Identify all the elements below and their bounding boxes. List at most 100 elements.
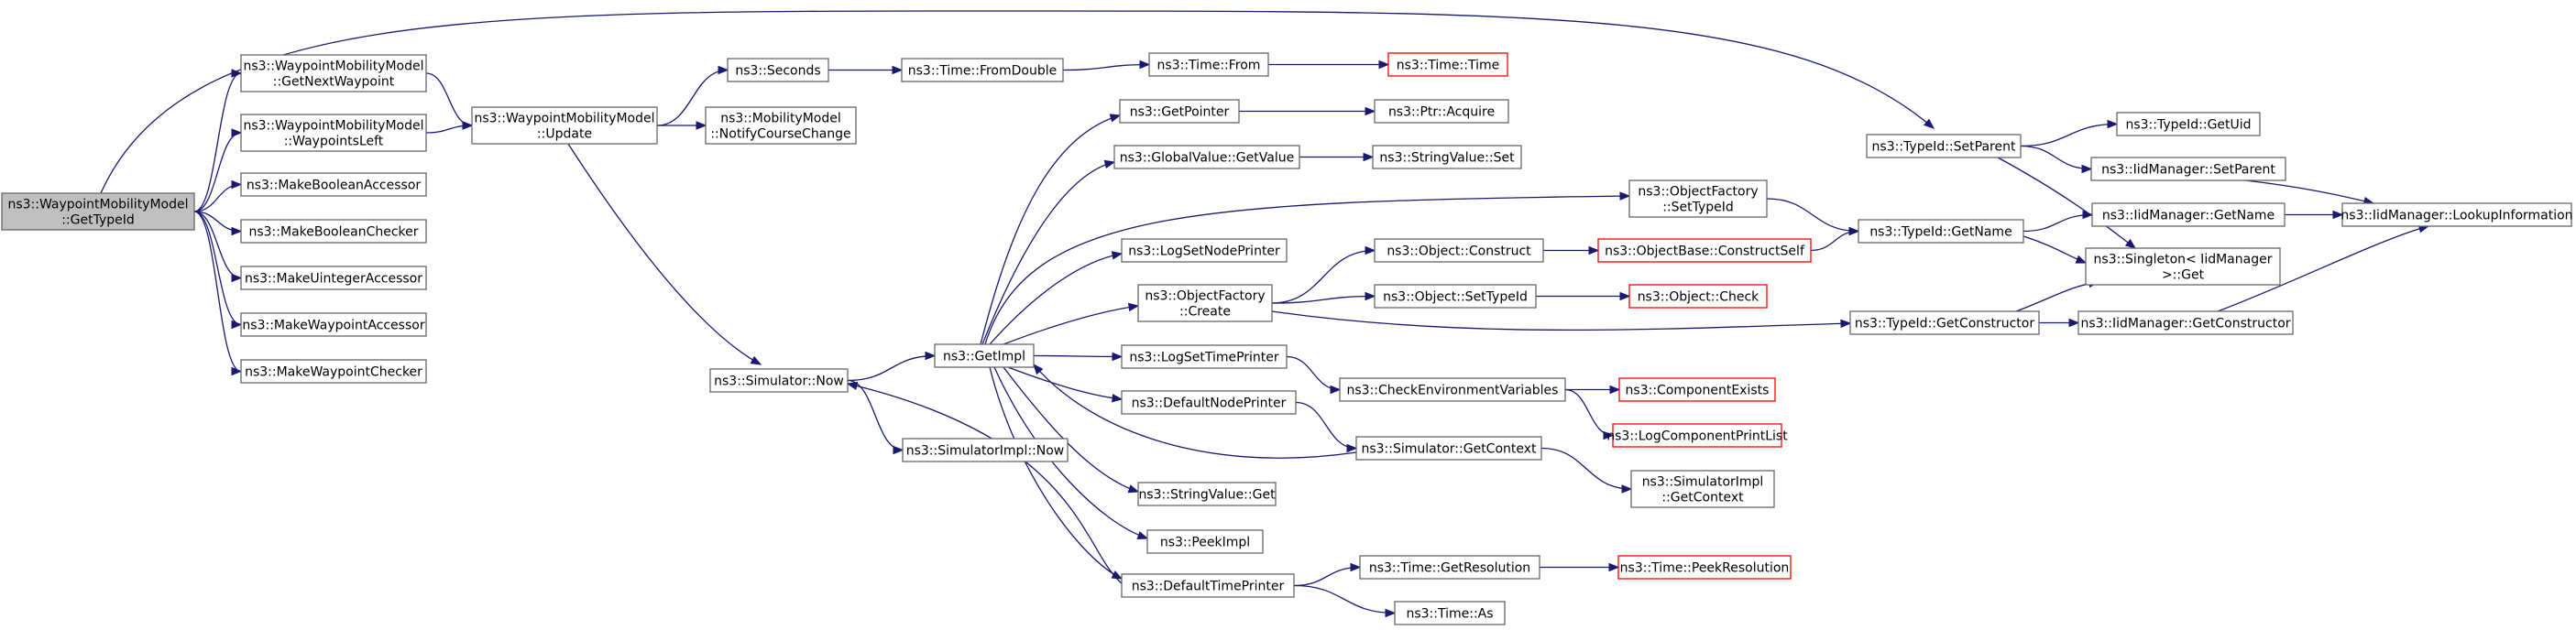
node-box: [1355, 436, 1542, 461]
node-simulatorImplNow[interactable]: ns3::SimulatorImpl::Now: [902, 438, 1069, 462]
node-stringValueGet[interactable]: ns3::StringValue::Get: [1137, 482, 1277, 506]
node-timeFrom[interactable]: ns3::Time::From: [1148, 52, 1269, 77]
node-label: ns3::Object::SetTypeId: [1383, 290, 1528, 305]
node-makeWaypointChecker[interactable]: ns3::MakeWaypointChecker: [240, 359, 427, 384]
node-getImpl[interactable]: ns3::GetImpl: [934, 343, 1035, 368]
node-label: ns3::SimulatorImpl: [1642, 475, 1764, 490]
edge-arrowhead: [1378, 60, 1390, 70]
edge-line: [193, 211, 242, 373]
node-singletonGet[interactable]: ns3::Singleton< IidManager >::Get: [2085, 247, 2281, 286]
edge-line: [2015, 281, 2099, 312]
node-timeAs[interactable]: ns3::Time::As: [1394, 601, 1506, 625]
node-checkEnvVars[interactable]: ns3::CheckEnvironmentVariables: [1339, 377, 1566, 402]
edge-arrowhead: [2081, 164, 2093, 174]
edge-getPointer-to-ptrAcquire: [1239, 106, 1376, 116]
node-notifyCourseChange[interactable]: ns3::MobilityModel::NotifyCourseChange: [705, 106, 857, 145]
node-label: ns3::DefaultTimePrinter: [1132, 580, 1285, 594]
node-iidLookupInformation[interactable]: ns3::IidManager::LookupInformation: [2340, 202, 2573, 227]
edge-arrowhead: [1923, 118, 1935, 129]
edge-line: [981, 161, 1115, 345]
edge-line: [984, 195, 1630, 345]
node-makeBooleanChecker[interactable]: ns3::MakeBooleanChecker: [240, 219, 427, 244]
node-objectCheck[interactable]: ns3::Object::Check: [1628, 284, 1768, 309]
node-seconds[interactable]: ns3::Seconds: [727, 58, 829, 82]
node-objectBaseConstructSelf[interactable]: ns3::ObjectBase::ConstructSelf: [1597, 238, 1812, 263]
node-simulatorNow[interactable]: ns3::Simulator::Now: [709, 368, 849, 393]
node-makeWaypointAccessor[interactable]: ns3::MakeWaypointAccessor: [240, 312, 427, 337]
node-waypointsLeft[interactable]: ns3::WaypointMobilityModel::WaypointsLef…: [240, 114, 427, 152]
edge-arrowhead: [1619, 291, 1631, 301]
node-label: ::GetNextWaypoint: [273, 75, 395, 90]
node-iidGetConstructor[interactable]: ns3::IidManager::GetConstructor: [2077, 310, 2294, 335]
node-simulatorGetContext[interactable]: ns3::Simulator::GetContext: [1355, 436, 1542, 461]
node-typeIdGetConstructor[interactable]: ns3::TypeId::GetConstructor: [1849, 310, 2040, 335]
edge-simulatorGetContext-to-simulatorImplGetContext: [1540, 447, 1633, 494]
node-label: ns3::PeekImpl: [1160, 536, 1250, 550]
node-label: ns3::Time::FromDouble: [908, 64, 1058, 79]
edge-line: [1003, 366, 1139, 493]
node-box: [240, 266, 427, 290]
node-makeUintegerAccessor[interactable]: ns3::MakeUintegerAccessor: [240, 266, 427, 290]
node-timeGetResolution[interactable]: ns3::Time::GetResolution: [1359, 555, 1540, 580]
edge-line: [1293, 566, 1361, 587]
node-ptrAcquire[interactable]: ns3::Ptr::Acquire: [1374, 99, 1509, 124]
node-simulatorImplGetContext[interactable]: ns3::SimulatorImpl::GetContext: [1630, 470, 1775, 508]
node-typeIdGetName[interactable]: ns3::TypeId::GetName: [1858, 219, 2024, 244]
node-label: ns3::Simulator::Now: [714, 375, 844, 389]
edge-getImpl-to-globalValueGetValue: [981, 159, 1116, 345]
node-label: ns3::IidManager::SetParent: [2101, 163, 2275, 178]
node-typeIdGetUid[interactable]: ns3::TypeId::GetUid: [2116, 112, 2261, 136]
edge-line: [1540, 447, 1632, 490]
node-logSetTimePrinter[interactable]: ns3::LogSetTimePrinter: [1121, 344, 1288, 369]
edge-arrowhead: [1365, 245, 1376, 255]
node-box: [1, 192, 195, 231]
node-box: [1121, 238, 1288, 263]
node-objectConstruct[interactable]: ns3::Object::Construct: [1374, 238, 1544, 263]
node-defaultTimePrinter[interactable]: ns3::DefaultTimePrinter: [1121, 573, 1295, 598]
edge-arrowhead: [1112, 352, 1124, 362]
node-logSetNodePrinter[interactable]: ns3::LogSetNodePrinter: [1121, 238, 1288, 263]
node-box: [1113, 145, 1300, 169]
edge-arrowhead: [1139, 60, 1151, 70]
node-typeIdSetParent[interactable]: ns3::TypeId::SetParent: [1866, 134, 2022, 158]
node-objectFactoryCreate[interactable]: ns3::ObjectFactory::Create: [1137, 284, 1273, 322]
node-getNextWaypoint[interactable]: ns3::WaypointMobilityModel::GetNextWaypo…: [240, 54, 427, 92]
node-objectFactorySetTypeId[interactable]: ns3::ObjectFactory::SetTypeId: [1628, 179, 1768, 218]
edge-arrowhead: [1103, 159, 1116, 168]
node-box: [1121, 573, 1295, 598]
edge-arrowhead: [925, 351, 937, 361]
edge-update-to-seconds: [656, 65, 729, 126]
node-defaultNodePrinter[interactable]: ns3::DefaultNodePrinter: [1121, 390, 1297, 415]
node-stringValueSet[interactable]: ns3::StringValue::Set: [1372, 145, 1522, 169]
node-globalValueGetValue[interactable]: ns3::GlobalValue::GetValue: [1113, 145, 1300, 169]
node-box: [1617, 555, 1792, 580]
node-box: [1849, 310, 2040, 335]
node-componentExists[interactable]: ns3::ComponentExists: [1618, 377, 1776, 402]
node-box: [1374, 238, 1544, 263]
node-iidSetParent[interactable]: ns3::IidManager::SetParent: [2090, 157, 2286, 181]
edge-line: [1062, 63, 1150, 71]
node-makeBooleanAccessor[interactable]: ns3::MakeBooleanAccessor: [240, 172, 427, 197]
node-box: [709, 368, 849, 393]
node-box: [2090, 157, 2286, 181]
node-update[interactable]: ns3::WaypointMobilityModel::Update: [471, 106, 658, 145]
edge-arrowhead: [846, 381, 859, 391]
node-root[interactable]: ns3::WaypointMobilityModel::GetTypeId: [1, 192, 195, 231]
node-peekImpl[interactable]: ns3::PeekImpl: [1146, 529, 1264, 554]
node-getPointer[interactable]: ns3::GetPointer: [1119, 99, 1240, 124]
edge-getImpl-to-objectFactorySetTypeId: [984, 191, 1631, 345]
node-box: [2116, 112, 2261, 136]
edge-arrowhead: [1112, 394, 1124, 403]
node-label: ns3::MakeBooleanAccessor: [247, 179, 422, 193]
call-graph-edges: [100, 10, 2430, 618]
node-box: [2077, 310, 2294, 335]
node-timePeekResolution[interactable]: ns3::Time::PeekResolution: [1617, 555, 1792, 580]
node-logComponentPrintList[interactable]: ns3::LogComponentPrintList: [1606, 423, 1788, 448]
node-timeTime[interactable]: ns3::Time::Time: [1387, 52, 1508, 77]
edge-line: [567, 143, 762, 365]
node-objectSetTypeId[interactable]: ns3::Object::SetTypeId: [1374, 284, 1537, 309]
node-box: [1121, 390, 1297, 415]
node-fromDouble[interactable]: ns3::Time::FromDouble: [901, 58, 1064, 82]
node-iidGetName[interactable]: ns3::IidManager::GetName: [2091, 202, 2286, 227]
